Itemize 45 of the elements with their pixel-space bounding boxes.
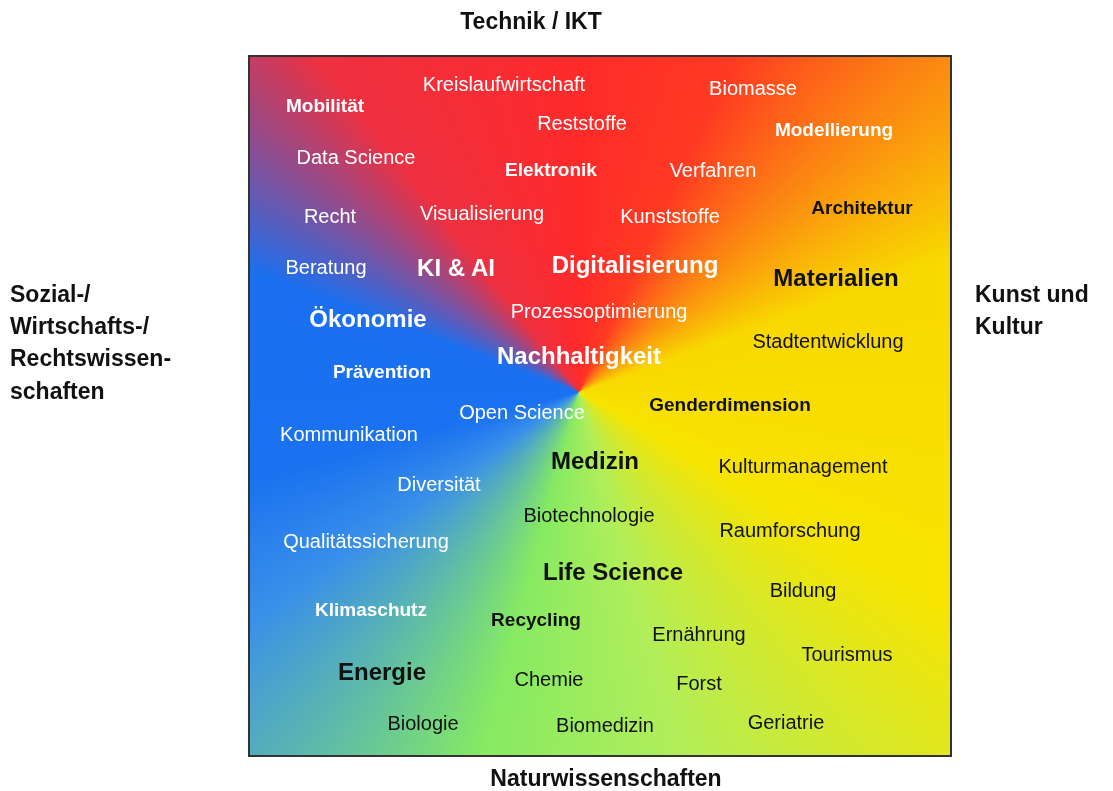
keyword: Geriatrie: [747, 711, 825, 733]
keyword: Verfahren: [669, 159, 757, 181]
keyword: Kommunikation: [280, 423, 418, 445]
keyword: Elektronik: [505, 159, 597, 181]
keyword: Beratung: [285, 256, 367, 278]
keyword: Data Science: [296, 146, 416, 168]
axis-label: Kunst und Kultur: [975, 280, 1090, 342]
axis-label: Sozial-/ Wirtschafts-/ Rechtswissen- schaften: [10, 280, 173, 406]
keyword: Ernährung: [652, 623, 746, 645]
keyword: Raumforschung: [719, 519, 861, 541]
keyword: Diversität: [397, 473, 481, 495]
gradient-panel: [248, 55, 952, 757]
keyword: Biotechnologie: [523, 504, 655, 526]
keyword: Energie: [338, 658, 426, 686]
keyword: Qualitätssicherung: [283, 530, 449, 552]
keyword: Prozessoptimierung: [510, 300, 688, 322]
keyword: Klimaschutz: [315, 599, 427, 621]
keyword: KI & AI: [417, 254, 495, 282]
keyword: Biomasse: [709, 77, 797, 99]
keyword: Mobilität: [285, 95, 365, 117]
keyword: Kunststoffe: [620, 205, 720, 227]
keyword: Kreislaufwirtschaft: [422, 73, 586, 95]
keyword: Chemie: [514, 668, 584, 690]
keyword: Ökonomie: [309, 305, 427, 333]
keyword: Forst: [676, 672, 722, 694]
keyword: Reststoffe: [537, 112, 627, 134]
keyword: Recht: [303, 205, 357, 227]
keyword: Kulturmanagement: [718, 455, 888, 477]
keyword: Genderdimension: [649, 394, 811, 416]
keyword: Medizin: [551, 447, 639, 475]
axis-label: Technik / IKT: [460, 7, 602, 36]
keyword: Tourismus: [801, 643, 893, 665]
keyword: Modellierung: [774, 119, 894, 141]
keyword: Prävention: [332, 361, 432, 383]
keyword: Visualisierung: [419, 202, 545, 224]
axis-label: Naturwissenschaften: [490, 764, 722, 791]
keyword: Materialien: [773, 264, 899, 292]
keyword: Biologie: [387, 712, 459, 734]
keyword: Recycling: [491, 609, 581, 631]
keyword: Biomedizin: [556, 714, 654, 736]
keyword: Digitalisierung: [551, 251, 719, 279]
keyword: Stadtentwicklung: [752, 330, 904, 352]
keyword: Life Science: [542, 558, 684, 586]
keyword: Bildung: [769, 579, 837, 601]
keyword: Architektur: [811, 197, 913, 219]
